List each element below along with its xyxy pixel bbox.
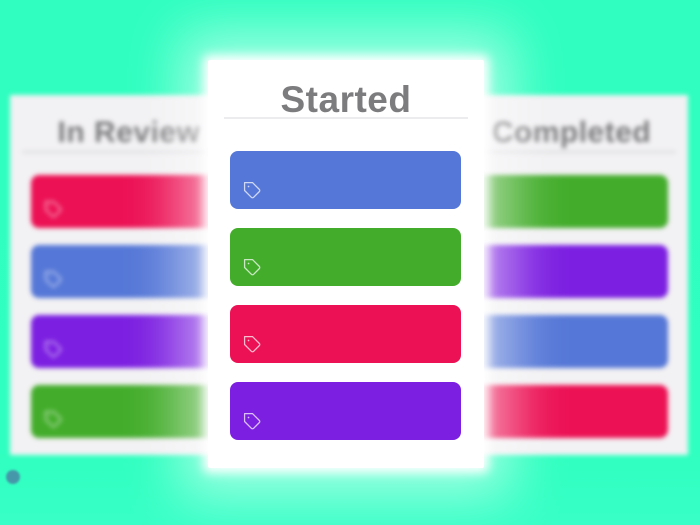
column-divider-in-review xyxy=(22,151,236,153)
card-purple[interactable] xyxy=(460,245,668,298)
card-green[interactable] xyxy=(230,228,461,286)
card-red[interactable] xyxy=(230,305,461,363)
card-red[interactable] xyxy=(460,385,668,438)
column-title-started: Started xyxy=(280,79,412,120)
column-completed: Completed xyxy=(455,95,688,455)
card-green[interactable] xyxy=(460,175,668,228)
column-title-completed: Completed xyxy=(491,116,652,149)
column-divider-completed xyxy=(467,151,676,153)
card-blue[interactable] xyxy=(31,245,236,298)
card-list-in-review xyxy=(31,175,236,438)
column-divider-started xyxy=(224,117,468,119)
tag-icon xyxy=(243,412,262,431)
card-blue[interactable] xyxy=(460,315,668,368)
card-red[interactable] xyxy=(31,175,236,228)
column-started: Started xyxy=(208,60,484,468)
tag-icon xyxy=(243,258,262,277)
tag-icon xyxy=(243,181,262,200)
card-purple[interactable] xyxy=(230,382,461,440)
card-list-completed xyxy=(460,175,668,438)
card-list-started xyxy=(230,151,461,440)
cursor-dot xyxy=(6,470,20,484)
column-title-in-review: In Review xyxy=(57,116,201,149)
tag-icon xyxy=(44,340,63,359)
tag-icon xyxy=(243,335,262,354)
tag-icon xyxy=(44,410,63,429)
tag-icon xyxy=(44,200,63,219)
tag-icon xyxy=(44,270,63,289)
card-green[interactable] xyxy=(31,385,236,438)
card-blue[interactable] xyxy=(230,151,461,209)
card-purple[interactable] xyxy=(31,315,236,368)
